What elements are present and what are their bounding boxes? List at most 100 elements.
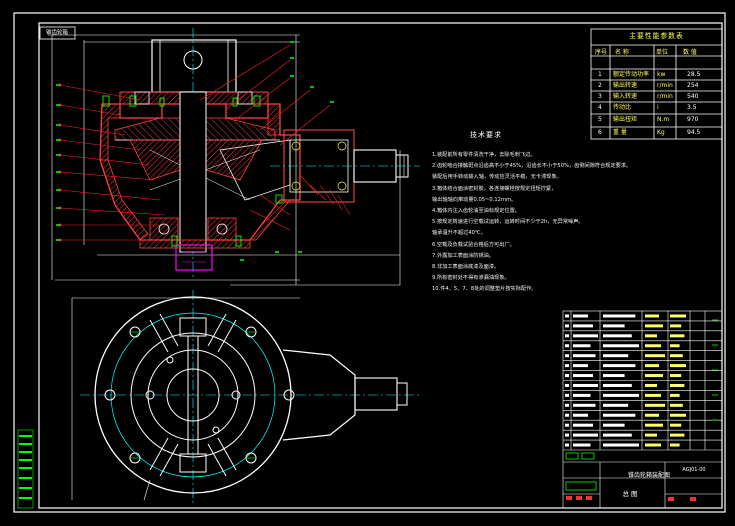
params-header-no: 序号 xyxy=(595,49,608,56)
params-cell-unit: i xyxy=(657,104,659,111)
parts-list-cell xyxy=(573,443,591,447)
parts-list-cell xyxy=(603,393,639,397)
parts-list-cell xyxy=(603,354,629,358)
params-cell-unit: r/min xyxy=(657,82,673,89)
parts-list-cell xyxy=(573,324,593,328)
parts-list-index xyxy=(565,344,569,348)
parts-list-cell xyxy=(603,403,629,407)
parts-list-entries xyxy=(565,314,686,447)
parts-list-cell xyxy=(603,383,632,387)
parts-list-cell xyxy=(645,413,659,417)
parts-list-cell xyxy=(603,423,625,427)
params-cell-unit: kw xyxy=(657,71,666,78)
left-edge-label-strip xyxy=(17,429,34,509)
parts-list-cell xyxy=(670,344,680,348)
parts-list-cell xyxy=(670,403,683,407)
tech-requirement-line: 7.外露加工表面涂防锈油。 xyxy=(432,252,495,259)
parts-list-cell xyxy=(573,423,593,427)
params-cell-value: 254 xyxy=(687,82,699,89)
parts-list-cell xyxy=(645,324,663,328)
title-block-red-marks xyxy=(566,496,696,501)
tech-requirement-line: 4.箱体内注入齿轮油至油标规定位置。 xyxy=(432,208,520,214)
params-cell-no: 2 xyxy=(598,82,602,89)
parts-list-index xyxy=(565,354,569,358)
params-cell-name: 额定传动功率 xyxy=(613,71,650,78)
part-leader-lines xyxy=(58,44,351,242)
parts-list-cell xyxy=(603,314,636,318)
tech-requirement-line: 10.件4、5、7、8处的调整垫片按实际配作。 xyxy=(432,286,537,293)
tech-requirement-line: 6.空载及负载试验合格后方可出厂。 xyxy=(432,241,515,248)
params-row: 5 输出扭矩 N.m 970 xyxy=(591,114,722,125)
parts-list-cell xyxy=(670,433,685,437)
parts-list-cell xyxy=(573,354,596,358)
params-cell-unit: N.m xyxy=(657,116,670,123)
parts-list-index xyxy=(565,443,569,447)
parts-list-cell xyxy=(603,443,639,447)
parts-list-cell xyxy=(670,393,680,397)
params-cell-name: 重 量 xyxy=(613,129,627,136)
parts-list-cell xyxy=(645,374,663,378)
lower-bearings xyxy=(139,217,251,249)
parts-list-cell xyxy=(603,374,625,378)
params-cell-value: 540 xyxy=(687,93,699,100)
parts-list-index xyxy=(565,314,569,318)
parts-list-cell xyxy=(645,433,657,437)
params-cell-name: 输出扭矩 xyxy=(613,116,638,123)
params-cell-no: 5 xyxy=(598,116,602,123)
params-cell-value: 94.5 xyxy=(687,129,701,136)
vertical-output-shaft xyxy=(175,91,213,271)
parts-list-index xyxy=(565,433,569,437)
parts-list-cell xyxy=(645,423,663,427)
parts-list-grid xyxy=(562,310,723,509)
parts-list-cell xyxy=(645,403,665,407)
params-cell-no: 4 xyxy=(598,104,602,111)
params-cell-no: 1 xyxy=(598,71,602,78)
params-header-name: 名 称 xyxy=(615,49,629,56)
parts-list-cell xyxy=(573,413,588,417)
parts-list-cell xyxy=(670,443,680,447)
parts-list-cell xyxy=(645,334,657,338)
parts-list-cell xyxy=(573,374,593,378)
fastener-bolts xyxy=(102,95,283,247)
drawing-sheet-label: 总 图 xyxy=(622,490,638,498)
parts-list-cell xyxy=(645,383,657,387)
parts-list-cell xyxy=(670,364,686,368)
parts-list-cell xyxy=(645,443,661,447)
parts-list-cell xyxy=(670,413,686,417)
parts-list-cell xyxy=(573,383,598,387)
parts-list-index xyxy=(565,374,569,378)
params-cell-no: 3 xyxy=(598,93,602,100)
bevel-gear-pair xyxy=(129,139,291,201)
parts-list-cell xyxy=(670,383,685,387)
params-cell-unit: Kg xyxy=(657,129,665,136)
tech-requirement-line: 2.齿轮啮合接触斑点沿齿高不小于45%，沿齿长不小于50%，齿侧间隙符合规定要求… xyxy=(432,163,632,170)
params-cell-no: 6 xyxy=(598,129,602,136)
parts-list-cell xyxy=(573,334,598,338)
parts-list-index xyxy=(565,364,569,368)
params-header-value: 数 值 xyxy=(683,49,697,56)
tech-requirement-line: 输出轴轴向窜动量0.05~0.12mm。 xyxy=(432,196,517,203)
params-cell-value: 970 xyxy=(687,116,699,123)
parts-list-cell xyxy=(603,364,636,368)
parts-list-cell xyxy=(645,354,665,358)
parts-list-cell xyxy=(603,413,636,417)
drawing-tag-label: 锥齿轮箱 xyxy=(45,30,68,36)
drawing-title: 锥齿轮箱装配图 xyxy=(627,472,670,479)
parts-list-cell xyxy=(573,344,591,348)
params-cell-value: 28.5 xyxy=(687,71,701,78)
parts-list-index xyxy=(565,403,569,407)
tech-requirement-line: 5.按规定转速进行空载试运转，运转时间不少于2h，无异常噪声。 xyxy=(432,219,584,226)
parts-list-cell xyxy=(603,433,632,437)
dimension-lines xyxy=(48,34,401,286)
parts-list-index xyxy=(565,423,569,427)
parts-list-cell xyxy=(670,314,686,318)
params-cell-name: 输入转速 xyxy=(613,93,638,100)
params-cell-value: 3.5 xyxy=(687,104,697,111)
parts-list-cell xyxy=(645,344,661,348)
sectional-view xyxy=(48,28,420,286)
parts-list-index xyxy=(565,393,569,397)
drawing-code: AGJ01-00 xyxy=(682,467,706,473)
